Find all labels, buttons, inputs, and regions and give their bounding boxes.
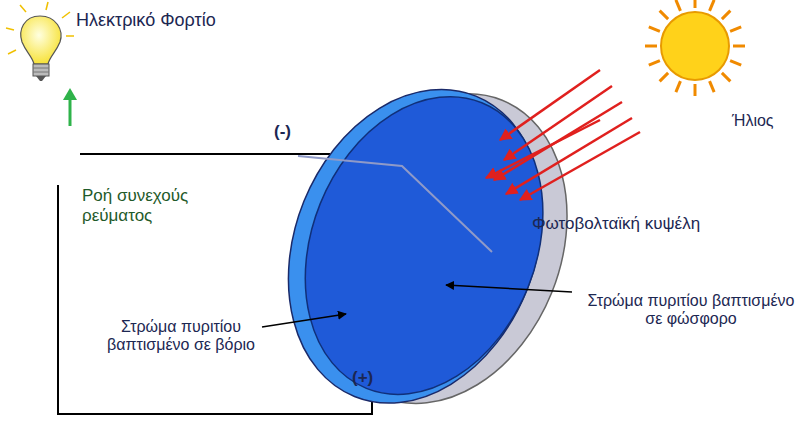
layer-label: Στρώμα πυριτίου βαπτισμένο σε φώσφορο (578, 292, 804, 329)
cell-label: Φωτοβολταϊκή κυψέλη (532, 214, 700, 234)
sunlight-arrows (486, 70, 640, 200)
photovoltaic-cell (243, 46, 611, 421)
cell-contact (298, 156, 492, 252)
load-label: Ηλεκτρικό Φορτίο (76, 10, 216, 31)
sun (645, 0, 745, 96)
layer-label: Στρώμα πυριτίου βαπτισμένο σε βόριο (96, 318, 266, 355)
current-arrow (63, 88, 77, 126)
current-label: Ροή συνεχούς ρεύματος (82, 186, 192, 225)
terminal-sign: (-) (274, 122, 291, 142)
light-bulb (6, 2, 74, 81)
terminal-sign: (+) (352, 368, 373, 388)
leader-line (262, 285, 572, 327)
sun-label: Ήλιος (732, 112, 774, 130)
